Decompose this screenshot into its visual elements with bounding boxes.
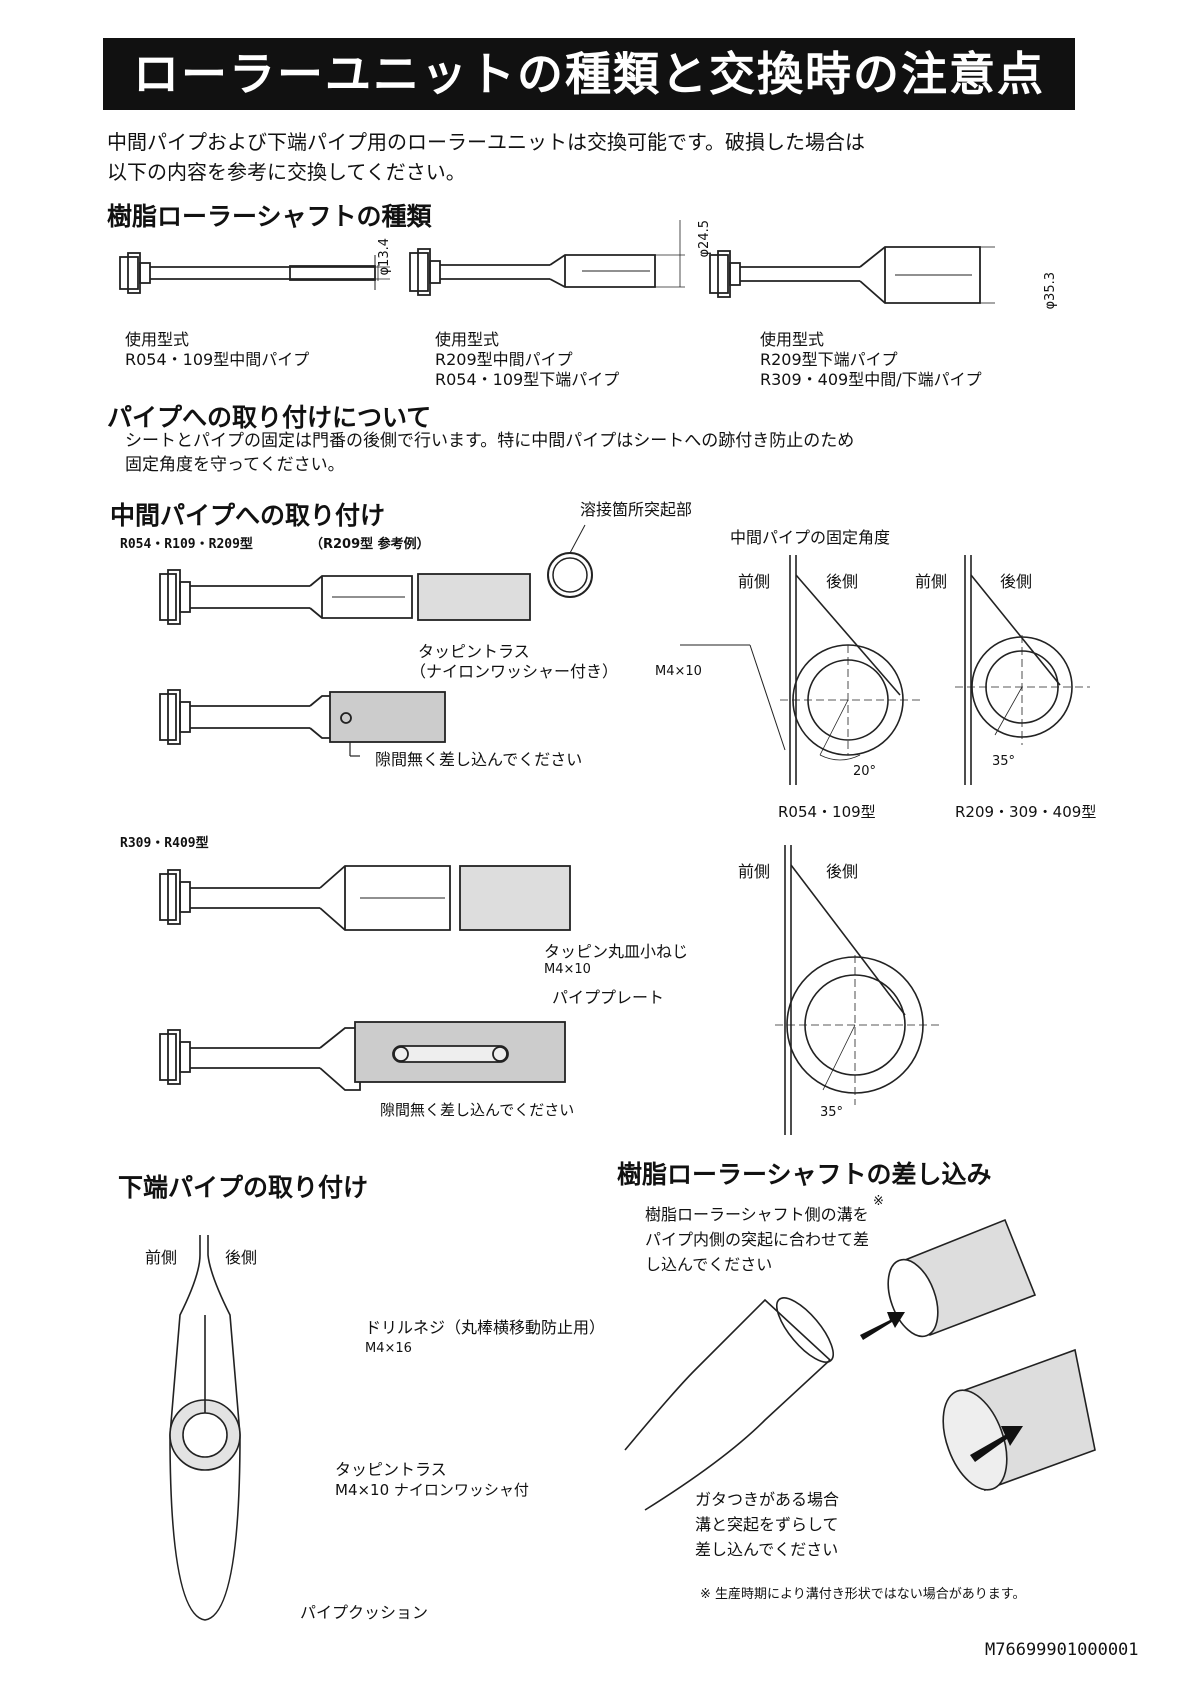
weld-label: 溶接箇所突起部	[580, 500, 693, 519]
shaft-1-model: R054・109型中間パイプ	[125, 350, 310, 369]
model-label: R054・109型	[778, 803, 876, 821]
front-label: 前側	[738, 862, 771, 881]
truss-size: M4×10 ナイロンワッシャ付	[335, 1481, 529, 1499]
model-label: R209・309・409型	[955, 803, 1097, 821]
intro-line-2: 以下の内容を参考に交換してください。	[107, 160, 466, 184]
back-label: 後側	[826, 572, 859, 591]
front-label: 前側	[145, 1248, 178, 1267]
shaft-types-figure	[119, 220, 995, 304]
angle-title: 中間パイプの固定角度	[730, 528, 891, 547]
back-label: 後側	[225, 1248, 258, 1267]
back-label: 後側	[826, 862, 859, 881]
pipe-mount-line-1: シートとパイプの固定は門番の後側で行います。特に中間パイプはシートへの跡付き防止…	[125, 431, 855, 451]
r309-models: R309・R409型	[120, 836, 209, 851]
front-label: 前側	[738, 572, 771, 591]
bottom-pipe-figure	[169, 1235, 241, 1621]
back-label: 後側	[1000, 572, 1033, 591]
bottom-pipe-heading: 下端パイプの取り付け	[118, 1173, 369, 1202]
middle-pipe-models: R054・R109・R209型	[120, 537, 253, 552]
angle-value: 20°	[853, 764, 877, 779]
screw-label: タッピントラス	[418, 642, 530, 661]
intro-line-1: 中間パイプおよび下端パイプ用のローラーユニットは交換可能です。破損した場合は	[107, 130, 865, 154]
shaft-3-model: R309・409型中間/下端パイプ	[760, 370, 982, 389]
middle-pipe-example: （R209型 参考例）	[310, 537, 430, 552]
insertion-note-1: 樹脂ローラーシャフト側の溝を	[645, 1205, 869, 1224]
rattle-line-1: ガタつきがある場合	[695, 1490, 840, 1509]
shaft-2-model: R209型中間パイプ	[435, 350, 573, 369]
footnote: ※ 生産時期により溝付き形状ではない場合があります。	[700, 1587, 1026, 1602]
pipe-mount-line-2: 固定角度を守ってください。	[125, 455, 345, 475]
dimension-label: φ35.3	[1043, 272, 1058, 310]
page-title: ローラーユニットの種類と交換時の注意点	[103, 38, 1075, 110]
shaft-2-model: R054・109型下端パイプ	[435, 370, 620, 389]
r309-screw-size: M4×10	[544, 962, 591, 977]
r309-angle-figure	[775, 845, 940, 1135]
angle-figure	[680, 555, 1090, 785]
r309-screw-label: タッピン丸皿小ねじ	[544, 942, 689, 961]
insertion-star: ※	[873, 1194, 884, 1209]
angle-value: 35°	[992, 754, 1016, 769]
rattle-line-3: 差し込んでください	[695, 1540, 839, 1559]
shaft-types-heading: 樹脂ローラーシャフトの種類	[107, 202, 432, 231]
shaft-3-model: R209型下端パイプ	[760, 350, 898, 369]
r309-figure	[159, 865, 571, 1091]
insertion-note-2: パイプ内側の突起に合わせて差	[645, 1230, 870, 1249]
shaft-3-label: 使用型式	[760, 330, 825, 349]
pipe-plate-label: パイププレート	[552, 988, 665, 1007]
drill-label: ドリルネジ（丸棒横移動防止用）	[365, 1318, 606, 1337]
middle-pipe-heading: 中間パイプへの取り付け	[110, 501, 386, 530]
document-code: M76699901000001	[985, 1640, 1139, 1660]
shaft-1-label: 使用型式	[125, 330, 190, 349]
weld-ring-figure	[547, 524, 593, 598]
dimension-label: φ13.4	[377, 238, 392, 276]
insertion-figure	[624, 1218, 1096, 1511]
insert-note: 隙間無く差し込んでください	[375, 750, 583, 769]
pipe-mount-heading: パイプへの取り付けについて	[107, 403, 432, 432]
screw-note: （ナイロンワッシャー付き）	[410, 662, 619, 681]
dimension-label: φ24.5	[697, 220, 712, 258]
cushion-label: パイプクッション	[300, 1603, 429, 1622]
shaft-2-label: 使用型式	[435, 330, 500, 349]
insertion-note-3: し込んでください	[645, 1255, 773, 1274]
front-label: 前側	[915, 572, 948, 591]
truss-label: タッピントラス	[335, 1460, 447, 1479]
insertion-heading: 樹脂ローラーシャフトの差し込み	[617, 1160, 992, 1189]
r309-insert-note: 隙間無く差し込んでください	[380, 1101, 575, 1119]
r309-angle: 35°	[820, 1105, 844, 1120]
middle-pipe-figure	[159, 569, 531, 757]
screw-size: M4×10	[655, 664, 702, 679]
drill-size: M4×16	[365, 1341, 412, 1356]
rattle-line-2: 溝と突起をずらして	[695, 1515, 839, 1534]
